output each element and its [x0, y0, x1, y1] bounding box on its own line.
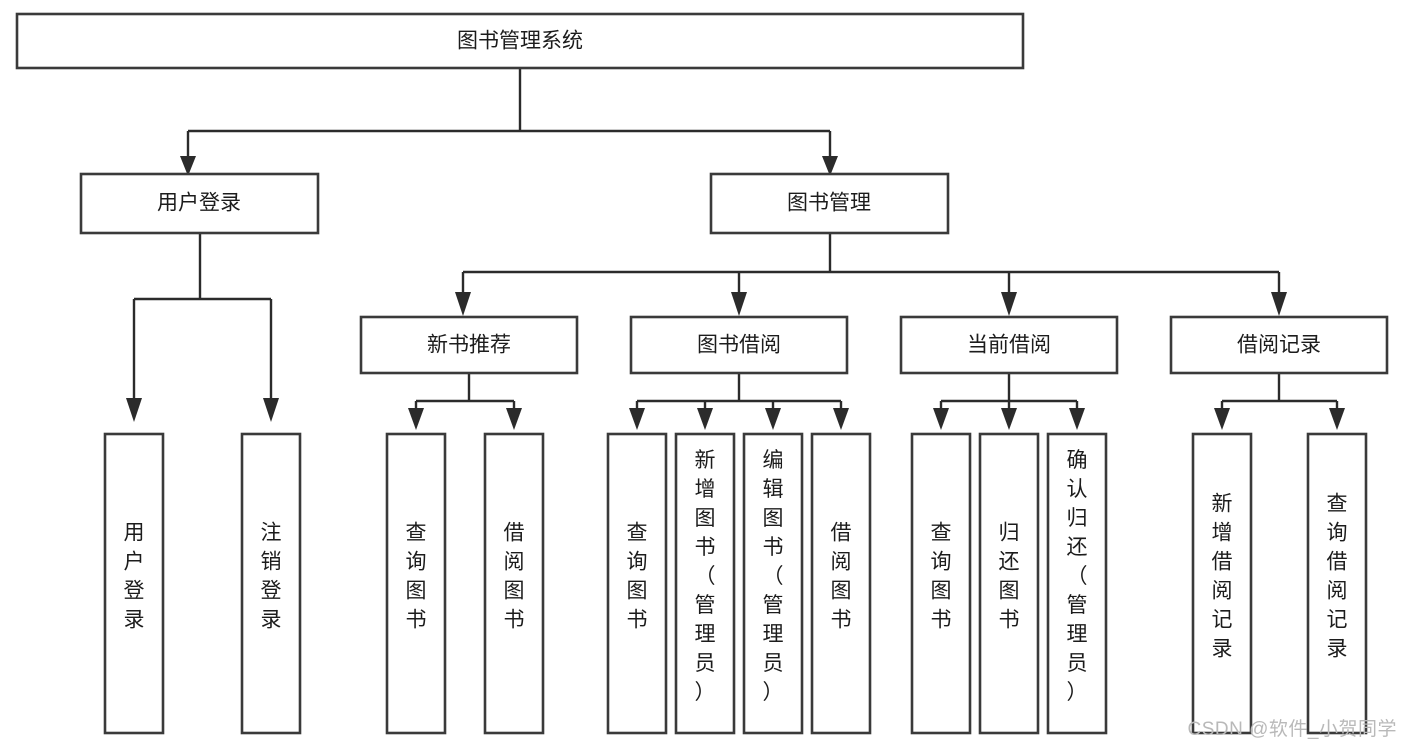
- connectors-root-to-level2: [180, 68, 838, 176]
- node-leaf-query-book-3-label: 查询图书: [931, 522, 952, 632]
- arrowhead-leaf-borrow-book-1: [506, 408, 522, 430]
- node-leaf-query-book-1-box[interactable]: [385, 432, 447, 735]
- node-current-borrow-box[interactable]: [899, 315, 1119, 375]
- connectors-borrow-record-to-leaves: [1214, 374, 1345, 430]
- arrowhead-leaf-logout-login: [263, 398, 279, 422]
- node-leaf-confirm-return[interactable]: 确认归还（管理员）: [1046, 432, 1108, 735]
- node-leaf-user-login[interactable]: 用户登录: [103, 432, 165, 735]
- node-book-borrow-box[interactable]: [629, 315, 849, 375]
- node-leaf-logout-login-box[interactable]: [240, 432, 302, 735]
- connectors-book-management-to-level3: [455, 234, 1287, 316]
- node-new-book-recommend[interactable]: 新书推荐: [359, 315, 579, 375]
- node-leaf-user-login-box[interactable]: [103, 432, 165, 735]
- node-leaf-add-record[interactable]: 新增借阅记录: [1191, 432, 1253, 735]
- arrowhead-leaf-borrow-book-2: [833, 408, 849, 430]
- arrowhead-borrow-record: [1271, 292, 1287, 316]
- connectors-book-borrow-to-leaves: [629, 374, 849, 430]
- node-leaf-query-book-3-box[interactable]: [910, 432, 972, 735]
- arrowhead-leaf-query-book-1: [408, 408, 424, 430]
- node-leaf-edit-book-box[interactable]: [742, 432, 804, 735]
- arrowhead-leaf-edit-book: [765, 408, 781, 430]
- node-user-login-box[interactable]: [79, 172, 320, 235]
- arrowhead-book-management: [822, 156, 838, 176]
- arrowhead-leaf-user-login: [126, 398, 142, 422]
- node-leaf-borrow-book-1-box[interactable]: [483, 432, 545, 735]
- node-borrow-record[interactable]: 借阅记录: [1169, 315, 1389, 375]
- node-leaf-query-book-2-box[interactable]: [606, 432, 668, 735]
- node-borrow-record-box[interactable]: [1169, 315, 1389, 375]
- node-book-borrow[interactable]: 图书借阅: [629, 315, 849, 375]
- node-leaf-logout-login[interactable]: 注销登录: [240, 432, 302, 735]
- node-leaf-add-book-box[interactable]: [674, 432, 736, 735]
- node-borrow-record-label: 借阅记录: [1237, 334, 1321, 357]
- arrowhead-leaf-query-record: [1329, 408, 1345, 430]
- connectors-new-book-recommend-to-leaves: [408, 374, 522, 430]
- node-leaf-query-book-3[interactable]: 查询图书: [910, 432, 972, 735]
- connectors-user-login-to-leaves: [126, 234, 279, 422]
- node-current-borrow[interactable]: 当前借阅: [899, 315, 1119, 375]
- node-leaf-return-book-box[interactable]: [978, 432, 1040, 735]
- node-leaf-return-book[interactable]: 归还图书: [978, 432, 1040, 735]
- node-leaf-borrow-book-2-box[interactable]: [810, 432, 872, 735]
- node-leaf-logout-login-label: 注销登录: [261, 522, 282, 632]
- arrowhead-leaf-return-book: [1001, 408, 1017, 430]
- node-new-book-recommend-box[interactable]: [359, 315, 579, 375]
- arrowhead-leaf-add-record: [1214, 408, 1230, 430]
- node-leaf-query-book-1-label: 查询图书: [406, 522, 427, 632]
- arrowhead-new-book-recommend: [455, 292, 471, 316]
- connectors-current-borrow-to-leaves: [933, 374, 1085, 430]
- node-leaf-borrow-book-2[interactable]: 借阅图书: [810, 432, 872, 735]
- arrowhead-user-login: [180, 156, 196, 176]
- node-leaf-edit-book-label: 编辑图书（管理员）: [763, 449, 784, 704]
- node-book-management-label: 图书管理: [787, 192, 871, 215]
- node-leaf-confirm-return-box[interactable]: [1046, 432, 1108, 735]
- node-book-borrow-label: 图书借阅: [697, 334, 781, 357]
- node-leaf-confirm-return-label: 确认归还（管理员）: [1067, 449, 1088, 704]
- arrowhead-book-borrow: [731, 292, 747, 316]
- node-leaf-edit-book[interactable]: 编辑图书（管理员）: [742, 432, 804, 735]
- node-leaf-add-record-label: 新增借阅记录: [1212, 493, 1233, 661]
- arrowhead-leaf-add-book: [697, 408, 713, 430]
- node-leaf-borrow-book-1-label: 借阅图书: [504, 522, 525, 632]
- node-leaf-borrow-book-1[interactable]: 借阅图书: [483, 432, 545, 735]
- node-root-label: 图书管理系统: [457, 30, 583, 53]
- node-book-management[interactable]: 图书管理: [709, 172, 950, 235]
- node-leaf-query-record-box[interactable]: [1306, 432, 1368, 735]
- node-leaf-query-record-label: 查询借阅记录: [1327, 493, 1348, 661]
- node-leaf-query-book-2[interactable]: 查询图书: [606, 432, 668, 735]
- arrowhead-current-borrow: [1001, 292, 1017, 316]
- node-leaf-return-book-label: 归还图书: [999, 522, 1020, 632]
- node-user-login[interactable]: 用户登录: [79, 172, 320, 235]
- node-leaf-add-book[interactable]: 新增图书（管理员）: [674, 432, 736, 735]
- node-current-borrow-label: 当前借阅: [967, 334, 1051, 357]
- node-leaf-add-book-label: 新增图书（管理员）: [695, 449, 716, 704]
- node-root[interactable]: 图书管理系统: [15, 12, 1025, 70]
- node-leaf-add-record-box[interactable]: [1191, 432, 1253, 735]
- node-book-management-box[interactable]: [709, 172, 950, 235]
- arrowhead-leaf-query-book-3: [933, 408, 949, 430]
- node-user-login-label: 用户登录: [157, 192, 241, 215]
- node-leaf-user-login-label: 用户登录: [124, 522, 145, 632]
- node-leaf-query-book-2-label: 查询图书: [627, 522, 648, 632]
- node-leaf-query-record[interactable]: 查询借阅记录: [1306, 432, 1368, 735]
- arrowhead-leaf-query-book-2: [629, 408, 645, 430]
- node-leaf-borrow-book-2-label: 借阅图书: [831, 522, 852, 632]
- arrowhead-leaf-confirm-return: [1069, 408, 1085, 430]
- node-new-book-recommend-label: 新书推荐: [427, 334, 511, 357]
- node-root-box[interactable]: [15, 12, 1025, 70]
- node-leaf-query-book-1[interactable]: 查询图书: [385, 432, 447, 735]
